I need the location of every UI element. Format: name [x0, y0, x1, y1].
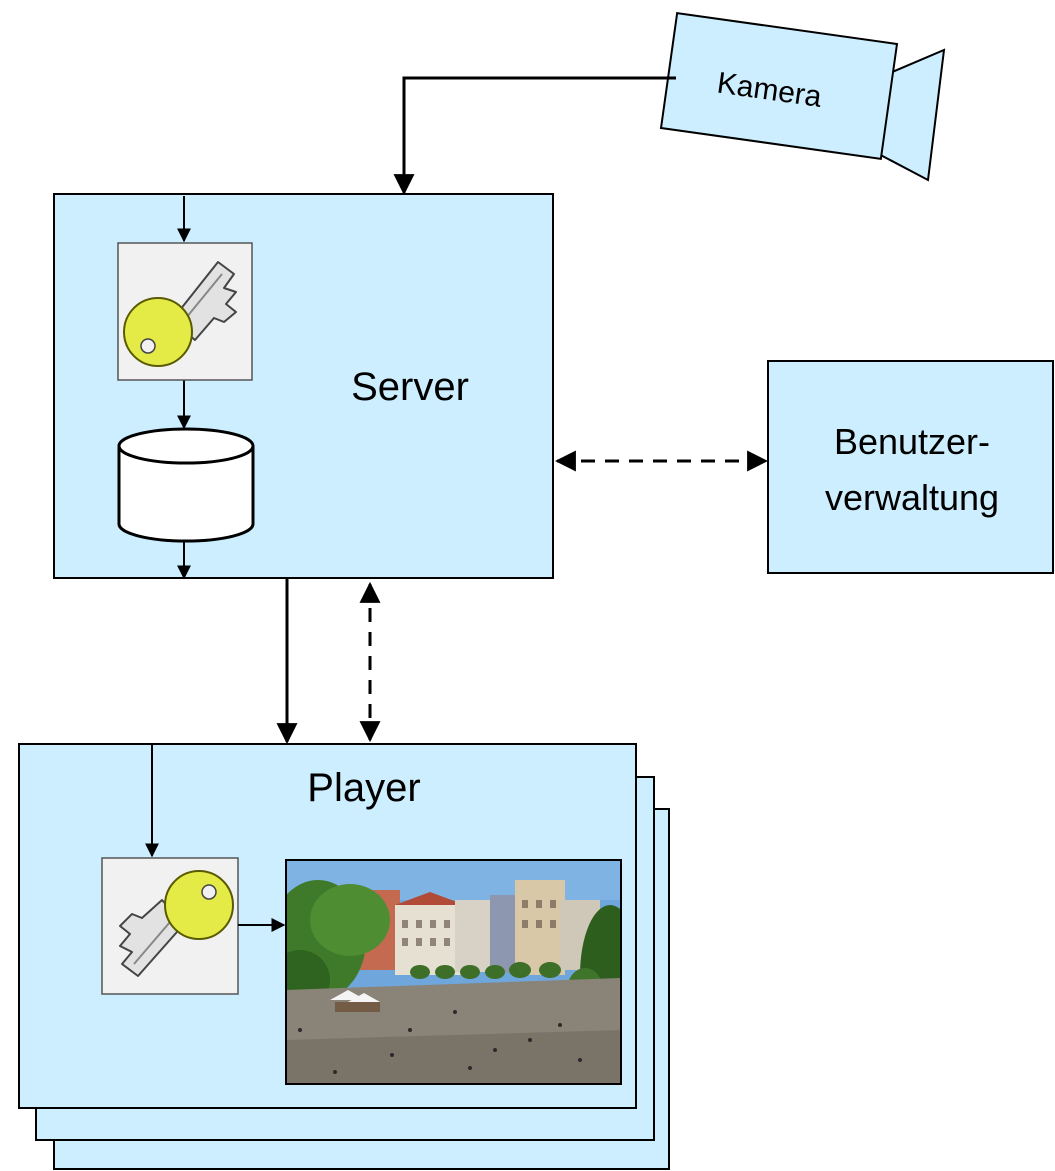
camera-to-server-arrow — [393, 76, 676, 196]
player-label: Player — [307, 766, 420, 810]
encryption-key-icon — [117, 242, 253, 381]
decryption-key-icon — [101, 857, 239, 995]
user-management-label-line1: Benutzer- — [834, 421, 990, 462]
video-frame-image — [285, 859, 622, 1085]
storage-cylinder-icon — [117, 427, 255, 543]
user-management-box: Benutzer- verwaltung — [767, 360, 1054, 574]
camera: Kamera — [659, 11, 946, 182]
camera-body: Kamera — [659, 11, 899, 161]
user-management-label-line2: verwaltung — [825, 477, 999, 518]
server-label: Server — [351, 365, 469, 409]
